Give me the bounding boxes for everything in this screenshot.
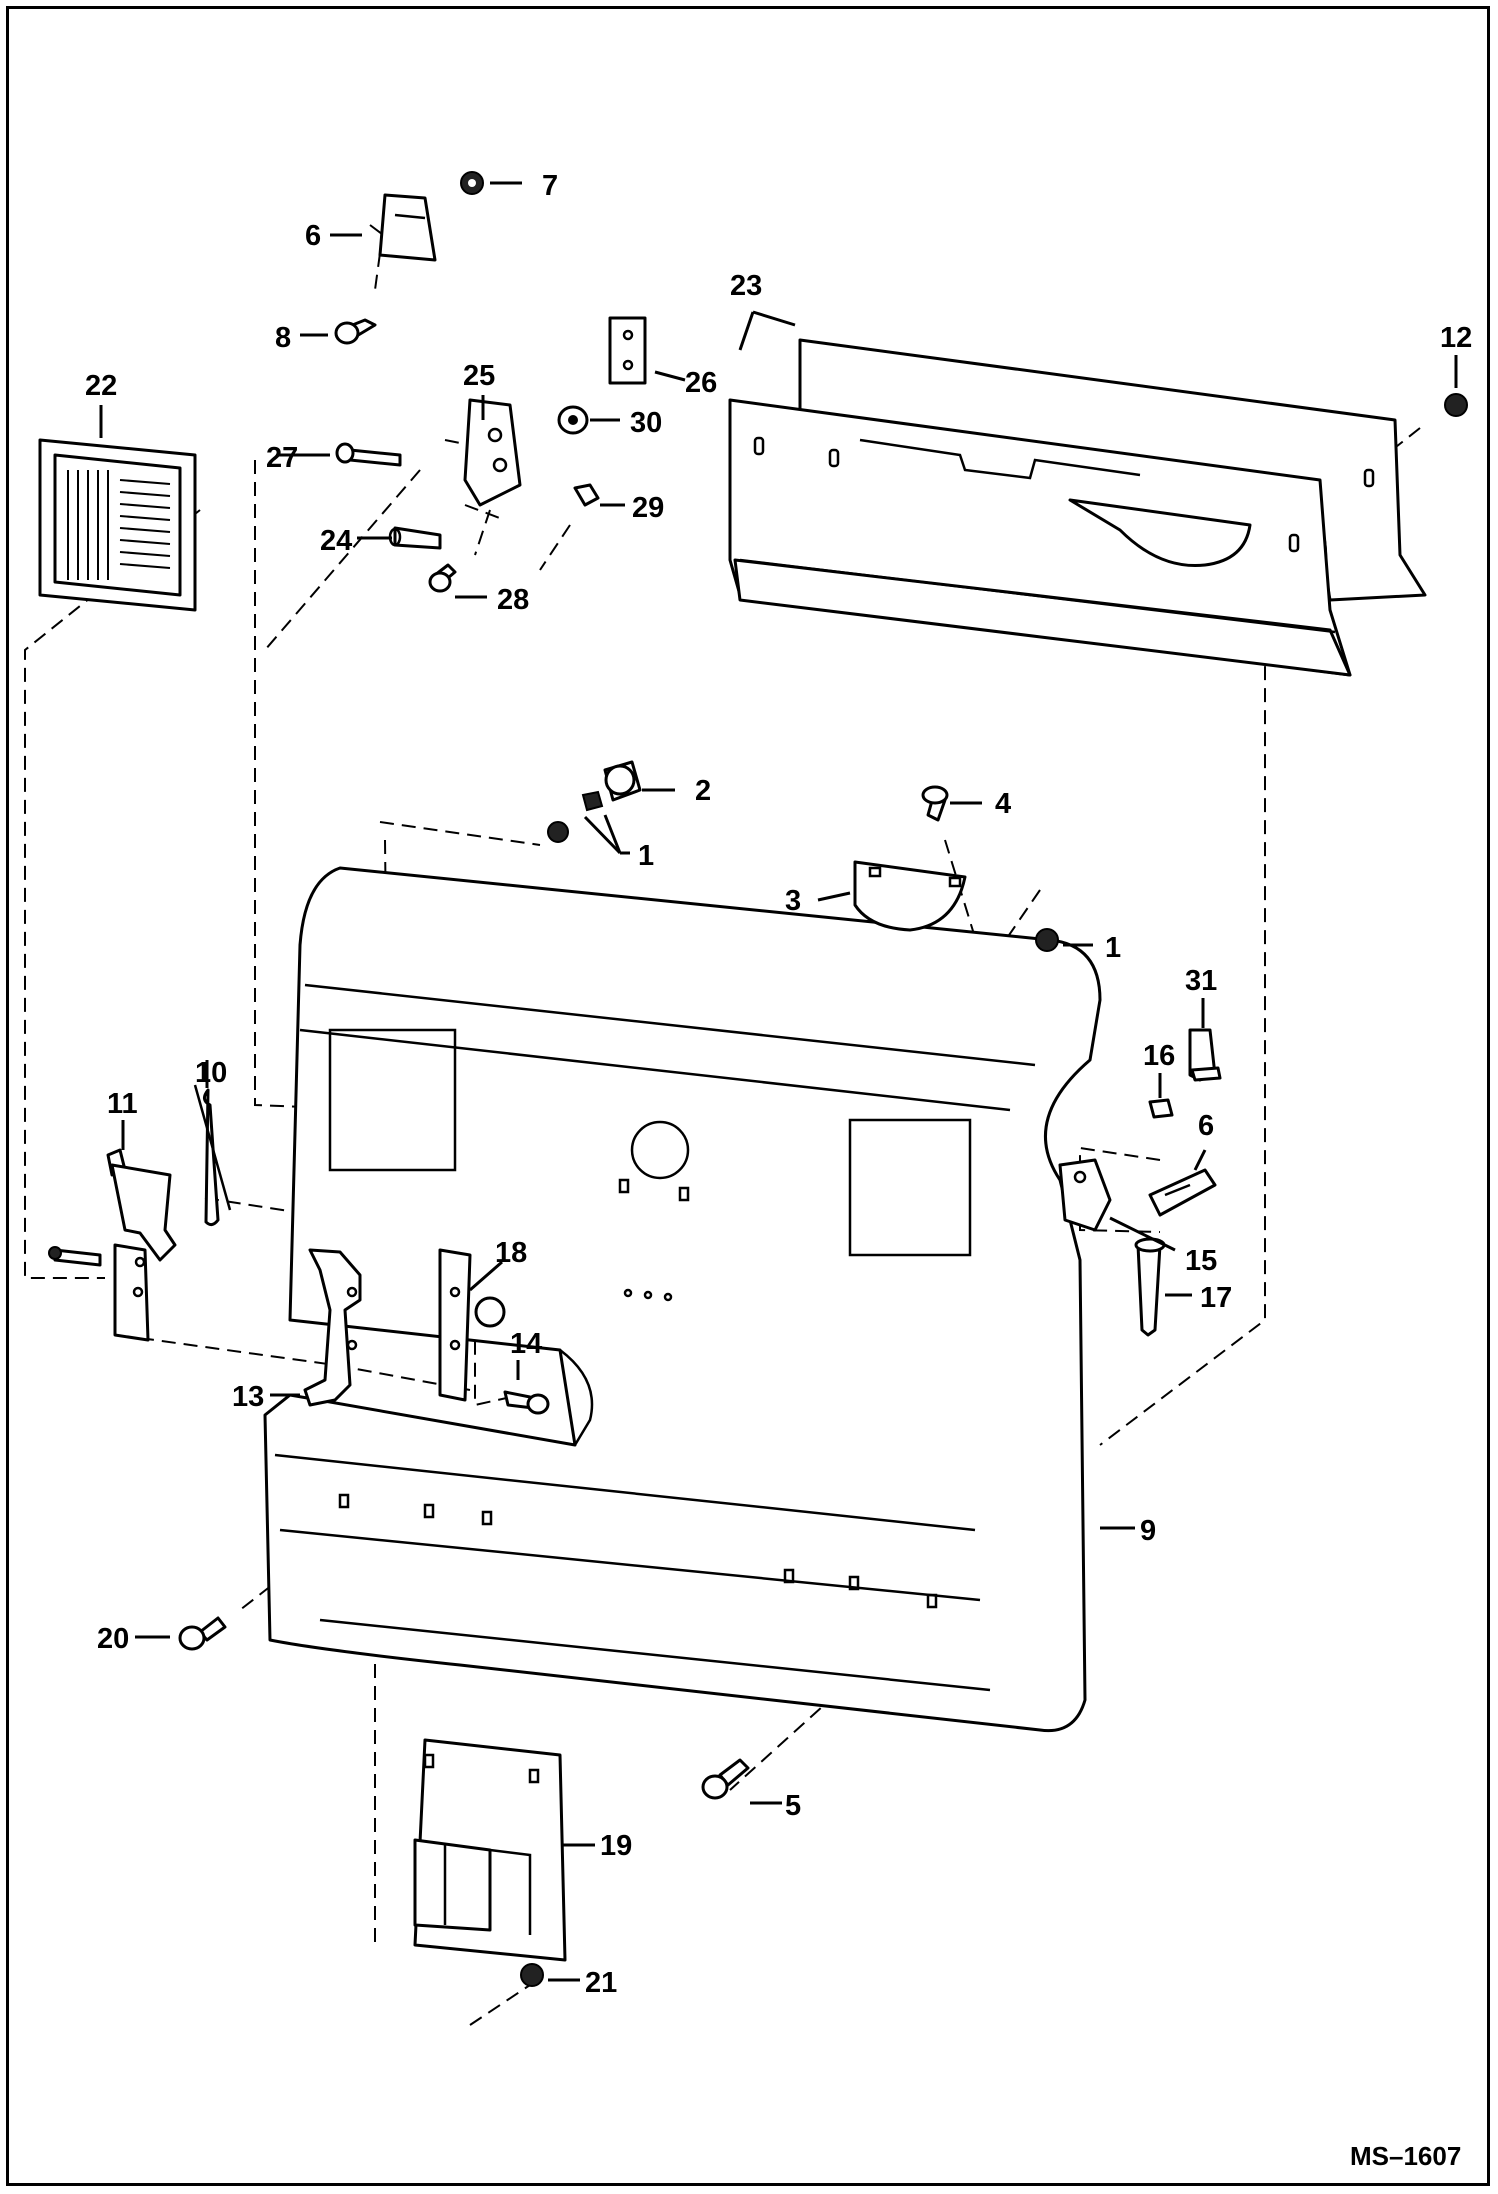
leader-lines (99, 181, 1458, 1982)
callout-30: 29 (632, 492, 664, 524)
callout-32: 31 (1185, 965, 1217, 997)
callout-14: 13 (232, 1381, 264, 1413)
callout-1-right: 1 (1105, 932, 1121, 964)
callout-9: 8 (275, 322, 291, 354)
callout-3: 3 (785, 885, 801, 917)
part-23-grille (38, 438, 197, 612)
hardware (48, 171, 1468, 1987)
callouts: 7 6 8 22 23 25 26 12 27 30 29 24 28 2 1 … (85, 170, 1472, 1999)
callout-16: 15 (1185, 1245, 1217, 1277)
callout-6: 6 (1198, 1110, 1214, 1142)
figure-id: MS–1607 (1350, 2141, 1461, 2171)
callout-22: 21 (585, 1967, 617, 1999)
callout-1-top: 1 (638, 840, 654, 872)
callout-23: 22 (85, 370, 117, 402)
callout-4: 4 (995, 788, 1011, 820)
callout-10: 9 (1140, 1515, 1156, 1547)
part-10-panel (263, 866, 1102, 1733)
callout-13: 12 (1440, 322, 1472, 354)
callout-8: 7 (542, 170, 558, 202)
callout-20: 19 (600, 1830, 632, 1862)
callout-7: 6 (305, 220, 321, 252)
callout-25: 24 (320, 525, 352, 557)
callout-11: 10 (195, 1057, 227, 1089)
callout-2: 2 (695, 775, 711, 807)
callout-21: 20 (97, 1623, 129, 1655)
callout-18: 17 (1200, 1282, 1232, 1314)
callout-24: 23 (730, 270, 762, 302)
part-20-box (413, 1738, 567, 1962)
callout-28: 27 (266, 442, 298, 474)
part-24-rear-shield (728, 338, 1427, 677)
part-3-cover (853, 860, 967, 932)
callout-17: 16 (1143, 1040, 1175, 1072)
callout-31: 30 (630, 407, 662, 439)
callout-27: 26 (685, 367, 717, 399)
callout-12: 11 (107, 1088, 138, 1120)
callout-19: 18 (495, 1237, 527, 1269)
callout-29: 28 (497, 584, 529, 616)
callout-5: 5 (785, 1790, 801, 1822)
callout-15: 14 (510, 1328, 542, 1360)
callout-26: 25 (463, 360, 495, 392)
